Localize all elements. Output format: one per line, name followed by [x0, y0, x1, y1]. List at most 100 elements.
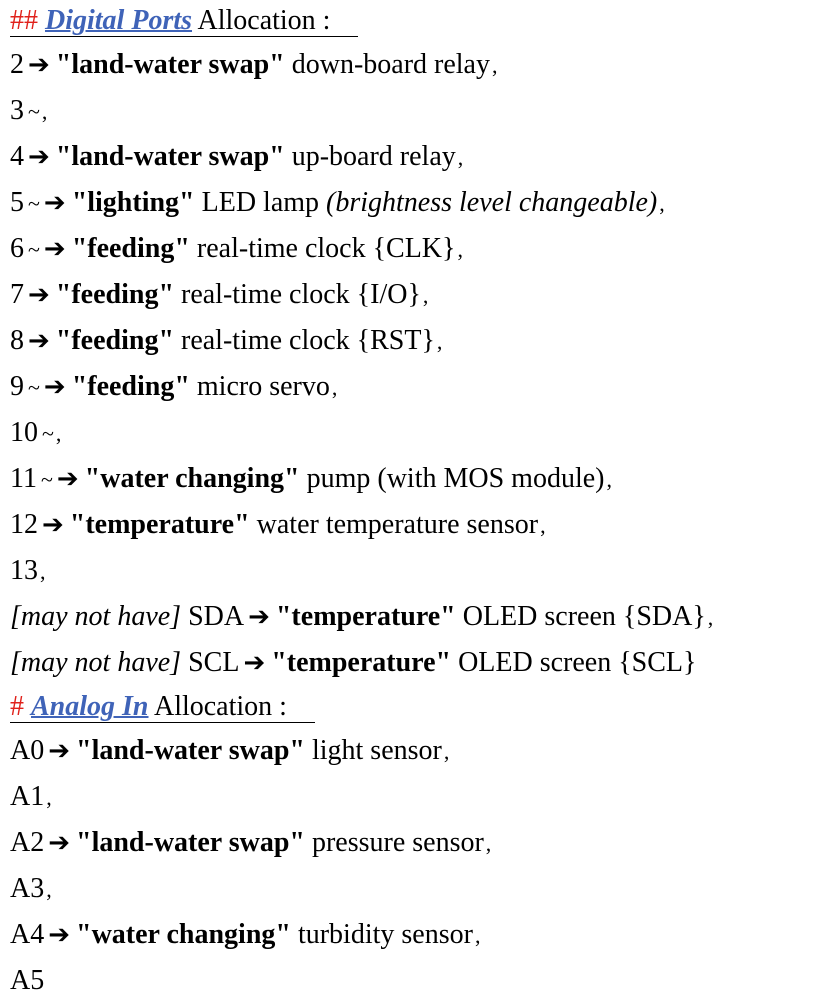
digital-ports-heading-line: ## Digital Ports Allocation :: [10, 0, 836, 42]
arrow-icon: ➔: [43, 234, 66, 264]
component-desc: OLED screen {SDA}: [462, 601, 706, 632]
function-label: "land-water swap": [55, 49, 285, 80]
component-desc: real-time clock {I/O}: [181, 279, 421, 310]
pin-number: 5: [10, 187, 24, 218]
analog-port-line: A0➔"land-water swap" light sensor,: [10, 728, 836, 774]
arrow-icon: ➔: [56, 464, 79, 494]
component-desc: turbidity sensor: [297, 919, 473, 950]
pin-number: 9: [10, 371, 24, 402]
component-desc: OLED screen {SCL}: [458, 647, 697, 678]
analog-port-line: A5: [10, 958, 836, 1004]
digital-port-line: 3~,: [10, 88, 836, 134]
component-desc: real-time clock {CLK}: [196, 233, 456, 264]
line-end: ,: [606, 467, 612, 492]
line-end: ,: [41, 99, 48, 124]
pin-number: 2: [10, 49, 24, 80]
analog-in-heading-line: # Analog In Allocation :: [10, 686, 836, 728]
pin-number: 8: [10, 325, 24, 356]
function-label: "feeding": [55, 279, 174, 310]
pin-number: SDA: [188, 601, 245, 632]
function-label: "temperature": [275, 601, 456, 632]
arrow-icon: ➔: [42, 510, 64, 540]
analog-port-line: A1,: [10, 774, 836, 820]
pin-number: A0: [10, 735, 45, 766]
digital-port-line: 2➔"land-water swap" down-board relay,: [10, 42, 836, 88]
digital-port-line: 12➔"temperature" water temperature senso…: [10, 502, 836, 548]
function-label: "land-water swap": [76, 827, 305, 858]
pin-number: 13: [10, 555, 38, 586]
pwm-tilde: ~: [28, 99, 40, 124]
line-end: ,: [331, 375, 338, 400]
pwm-tilde: ~: [40, 467, 53, 492]
component-note: (brightness level changeable): [326, 187, 658, 218]
line-end: ,: [485, 831, 492, 856]
heading-rest: Allocation :: [153, 691, 287, 722]
analog-in-link[interactable]: Analog In: [31, 691, 149, 722]
heading-hash: ##: [10, 5, 38, 36]
pin-number: 3: [10, 95, 24, 126]
line-end: ,: [422, 283, 429, 308]
pin-number: 6: [10, 233, 24, 264]
line-end: ,: [491, 53, 498, 78]
pwm-tilde: ~: [42, 421, 54, 446]
function-label: "water changing": [84, 463, 300, 494]
pin-number: 7: [10, 279, 24, 310]
line-end: ,: [443, 739, 450, 764]
digital-port-line: 13,: [10, 548, 836, 594]
pin-number: SCL: [188, 647, 240, 678]
digital-port-line: 10~,: [10, 410, 836, 456]
function-label: "temperature": [271, 647, 452, 678]
allocation-document: ## Digital Ports Allocation : 2➔"land-wa…: [10, 0, 836, 1004]
line-prefix: [may not have]: [10, 601, 182, 632]
arrow-icon: ➔: [48, 828, 71, 858]
line-end: ,: [707, 605, 714, 630]
pin-number: A5: [10, 965, 45, 996]
line-end: ,: [46, 877, 52, 902]
analog-in-heading: # Analog In Allocation :: [10, 692, 315, 723]
pwm-tilde: ~: [28, 191, 40, 216]
digital-ports-heading: ## Digital Ports Allocation :: [10, 5, 359, 37]
line-end: ,: [436, 329, 443, 354]
pin-number: A2: [10, 827, 45, 858]
heading-rest: Allocation :: [197, 5, 331, 36]
digital-port-line: 5~➔"lighting" LED lamp (brightness level…: [10, 180, 836, 226]
pin-number: 4: [10, 141, 24, 172]
arrow-icon: ➔: [243, 648, 266, 678]
arrow-icon: ➔: [48, 920, 71, 950]
digital-port-line: 9~➔"feeding" micro servo,: [10, 364, 836, 410]
line-end: ,: [540, 513, 546, 538]
digital-port-line: 8➔"feeding" real-time clock {RST},: [10, 318, 836, 364]
pin-number: A4: [10, 919, 45, 950]
pwm-tilde: ~: [28, 375, 40, 400]
function-label: "lighting": [71, 187, 195, 218]
pin-number: A3: [10, 873, 45, 904]
optional-port-line: [may not have] SCL➔"temperature" OLED sc…: [10, 640, 836, 686]
line-end: ,: [40, 559, 46, 584]
analog-port-line: A4➔"water changing" turbidity sensor,: [10, 912, 836, 958]
line-end: ,: [659, 191, 665, 216]
digital-ports-link[interactable]: Digital Ports: [45, 5, 193, 36]
function-label: "land-water swap": [76, 735, 305, 766]
analog-in-list: A0➔"land-water swap" light sensor,A1,A2➔…: [10, 728, 836, 1004]
digital-port-line: 4➔"land-water swap" up-board relay,: [10, 134, 836, 180]
digital-port-line: 11~➔"water changing" pump (with MOS modu…: [10, 456, 836, 502]
arrow-icon: ➔: [43, 372, 66, 402]
component-desc: pump (with MOS module): [306, 463, 605, 494]
line-prefix: [may not have]: [10, 647, 182, 678]
arrow-icon: ➔: [28, 280, 50, 310]
heading-hash: #: [10, 691, 24, 722]
function-label: "feeding": [55, 325, 174, 356]
component-desc: water temperature sensor: [256, 509, 539, 540]
component-desc: micro servo: [196, 371, 330, 402]
line-end: ,: [457, 145, 464, 170]
component-desc: pressure sensor: [311, 827, 484, 858]
analog-port-line: A3,: [10, 866, 836, 912]
component-desc: LED lamp: [201, 187, 320, 218]
digital-ports-list: 2➔"land-water swap" down-board relay,3~,…: [10, 42, 836, 594]
pin-number: A1: [10, 781, 45, 812]
optional-ports-list: [may not have] SDA➔"temperature" OLED sc…: [10, 594, 836, 686]
component-desc: up-board relay: [291, 141, 456, 172]
arrow-icon: ➔: [48, 736, 71, 766]
function-label: "water changing": [76, 919, 291, 950]
line-end: ,: [55, 421, 62, 446]
